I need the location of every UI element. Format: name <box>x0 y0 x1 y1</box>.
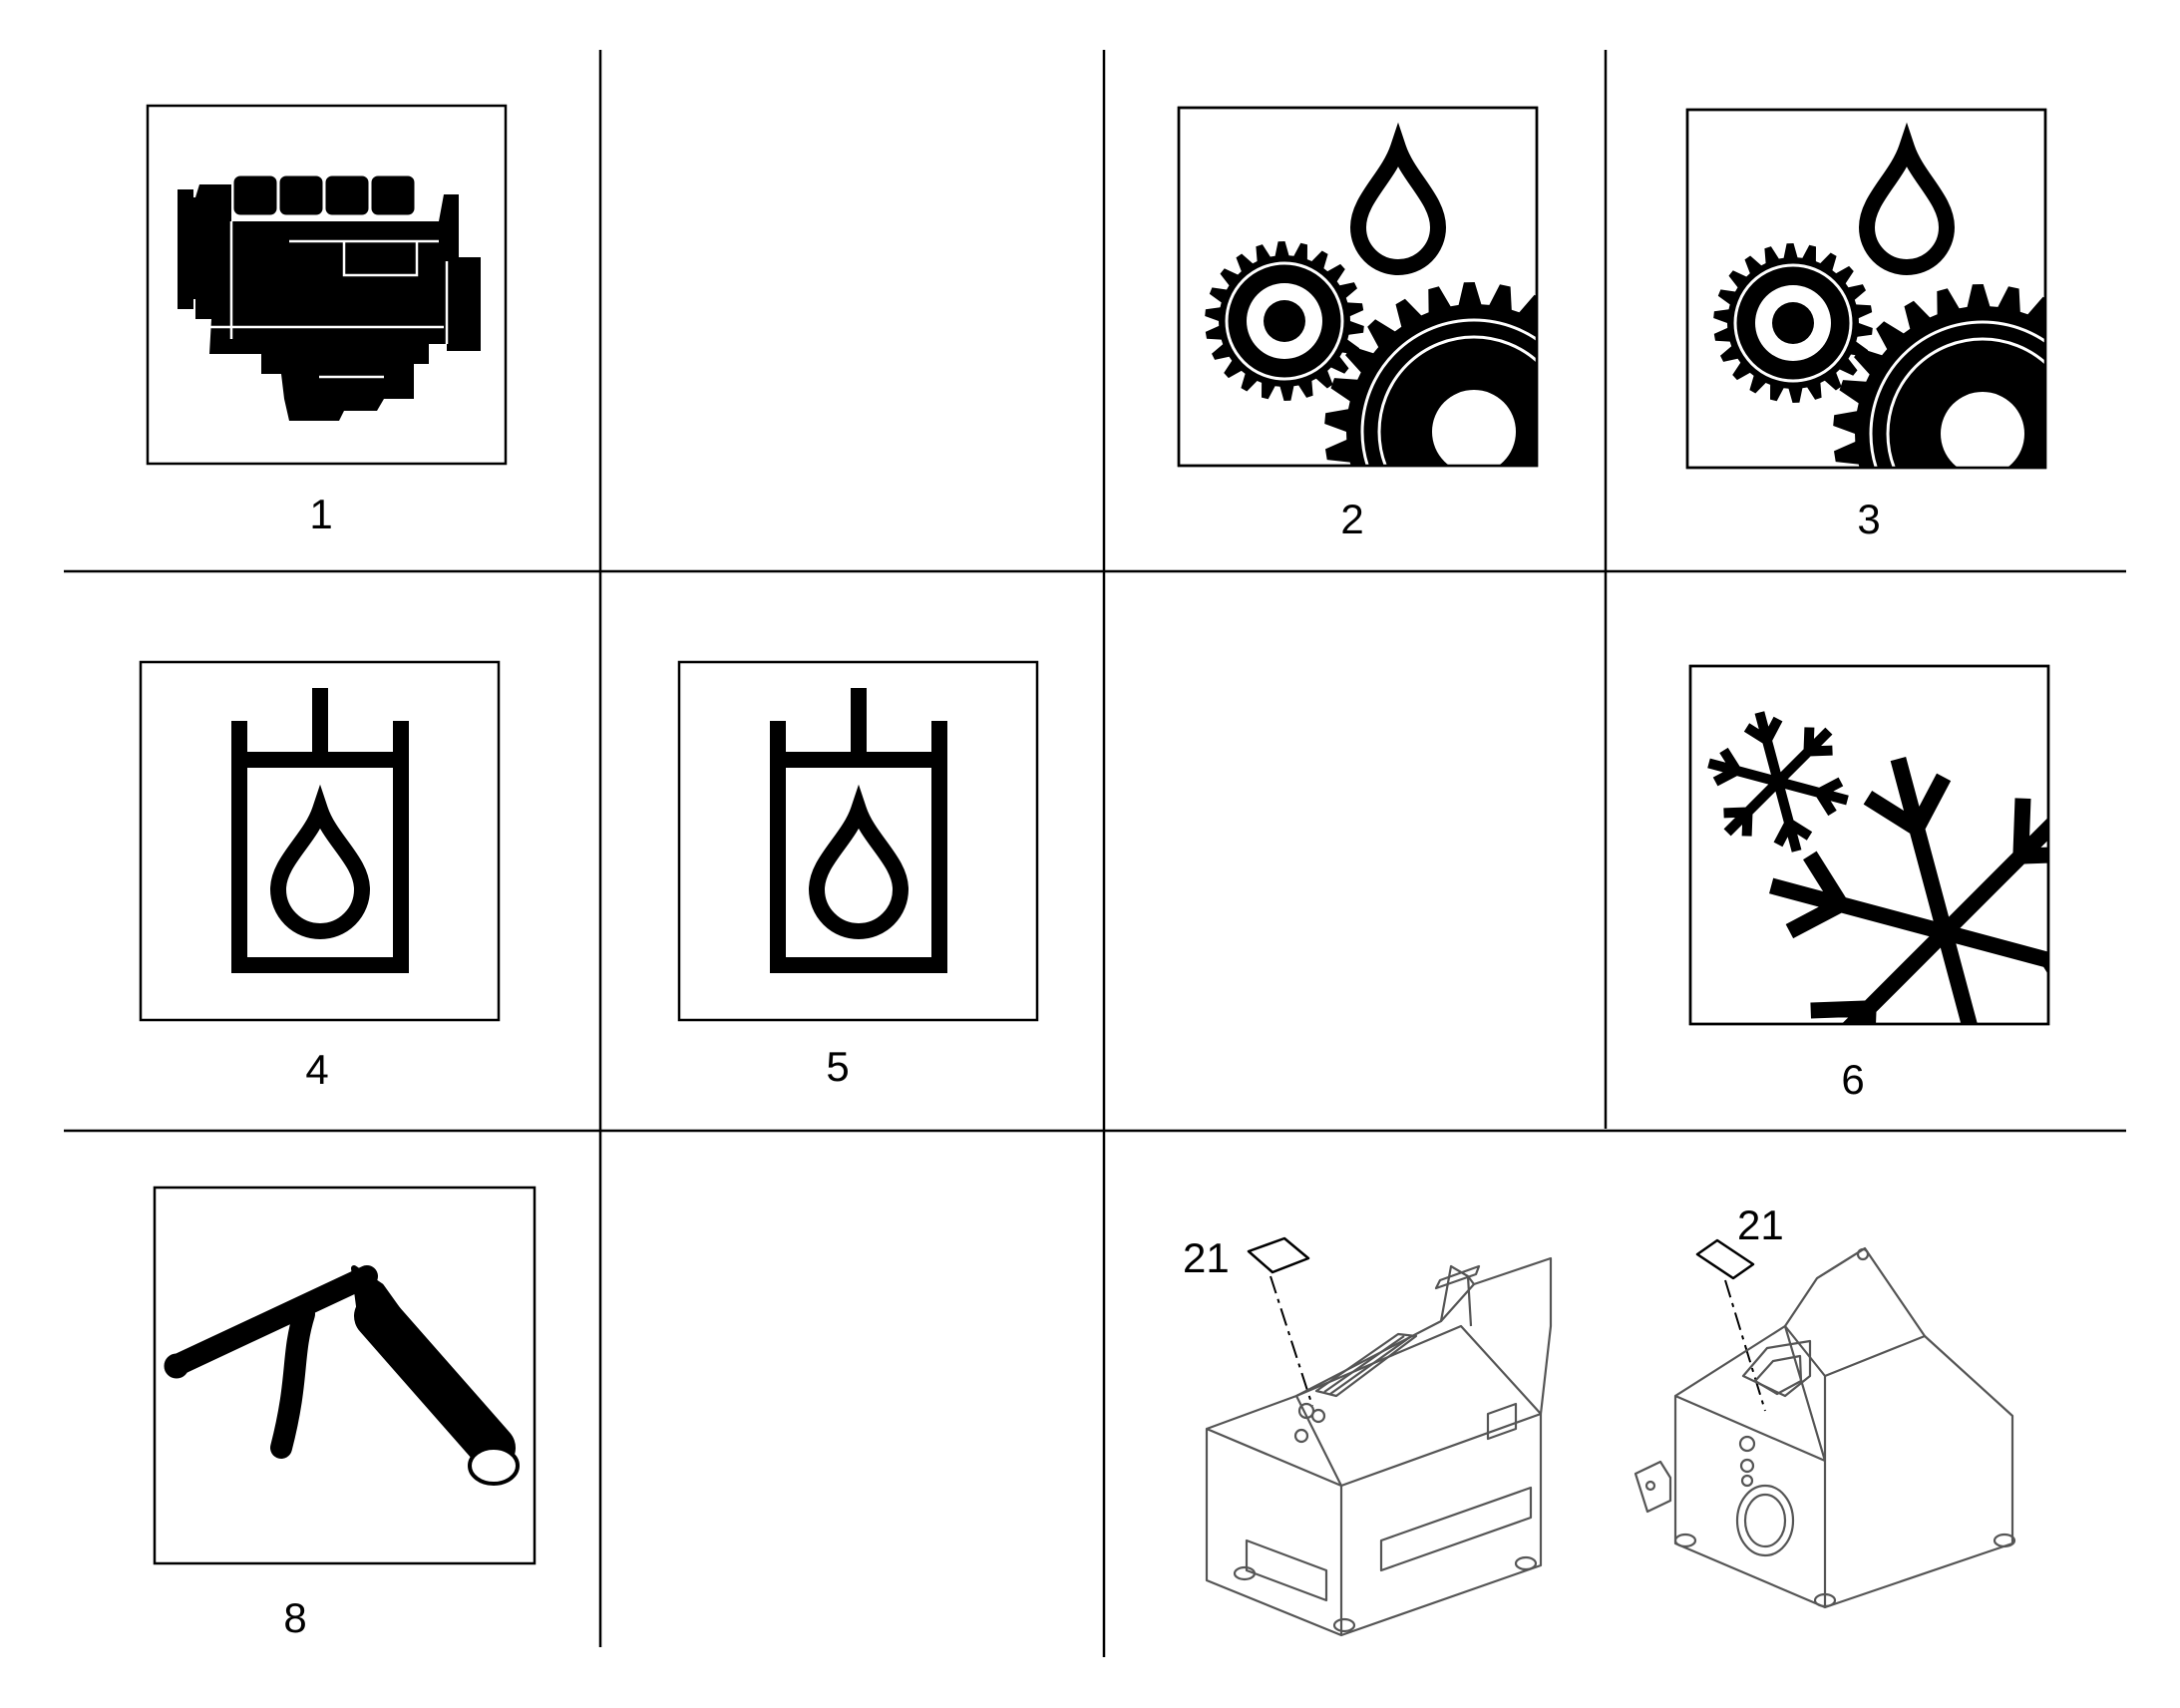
symbol-label: 6 <box>1841 1056 1864 1103</box>
grease-gun-icon <box>164 1265 516 1471</box>
oil-drop-icon <box>1858 122 1956 275</box>
coolant-symbol: 6 <box>1688 664 2050 1103</box>
engine-symbol: 1 <box>146 104 508 537</box>
hydraulic-oil-symbol-b: 5 <box>677 660 1039 1090</box>
gearbox-oil-symbol-b: 3 <box>1685 108 2047 542</box>
oil-drop-icon <box>269 784 371 939</box>
snowflake-icon <box>1769 757 2048 1024</box>
hydraulic-oil-symbol-a: 4 <box>139 660 501 1093</box>
gearbox-oil-symbol-a: 2 <box>1177 106 1539 542</box>
decal-marker <box>1247 1236 1310 1274</box>
symbol-label: 3 <box>1857 496 1880 542</box>
callout-21-left: 21 <box>1183 1234 1230 1281</box>
oil-drop-icon <box>1349 122 1447 275</box>
grease-symbol: 8 <box>153 1186 537 1641</box>
engine-icon <box>178 172 481 421</box>
hydraulic-oil-icon <box>231 688 409 973</box>
symbol-label: 5 <box>826 1043 849 1090</box>
grid-lines <box>64 50 2126 1657</box>
symbol-label: 1 <box>309 491 332 537</box>
hydraulic-oil-icon <box>770 688 947 973</box>
gear-oil-icon <box>1713 122 2045 468</box>
machine-front-view: 21 <box>1183 1234 1553 1637</box>
gear-oil-icon <box>1205 122 1537 466</box>
machine-rear-view: 21 <box>1634 1201 2016 1609</box>
decal-marker <box>1695 1238 1755 1280</box>
coolant-snowflake-icon <box>1707 711 2048 1024</box>
snowflake-icon <box>1707 711 1849 853</box>
symbol-label: 4 <box>305 1046 328 1093</box>
symbol-label: 8 <box>283 1594 306 1641</box>
symbol-label: 2 <box>1340 496 1363 542</box>
oil-drop-icon <box>808 784 909 939</box>
callout-21-right: 21 <box>1737 1201 1784 1248</box>
